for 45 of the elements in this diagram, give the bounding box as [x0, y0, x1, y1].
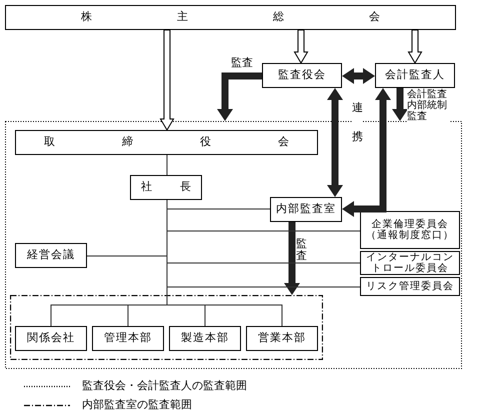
thick-arrow	[342, 68, 375, 84]
org-box	[15, 130, 318, 155]
thick-arrow	[327, 88, 343, 197]
org-box	[360, 211, 460, 249]
box-label: 株主総会	[81, 10, 380, 25]
box-label: 取締役会	[44, 135, 289, 150]
box-label: 会計監査人	[385, 68, 445, 83]
org-box	[5, 5, 456, 30]
box-label: 監査役会	[278, 68, 326, 83]
org-box	[92, 326, 164, 351]
legend-text: 監査役会・会計監査人の監査範囲	[82, 378, 247, 394]
org-box	[270, 197, 342, 222]
thick-arrow	[392, 88, 408, 121]
org-box	[15, 243, 87, 268]
legend-text: 内部監査室の監査範囲	[82, 398, 192, 413]
box-label: 内部監査室	[276, 202, 336, 217]
hollow-arrow	[294, 30, 308, 64]
org-box	[262, 63, 342, 88]
edge-label: 会計監査内部統制監査	[407, 89, 449, 122]
box-label: インターナルコントロール委員会	[365, 252, 455, 274]
org-box	[360, 277, 460, 296]
thick-arrow	[217, 72, 262, 121]
org-box	[169, 326, 241, 351]
org-line	[166, 200, 282, 326]
box-label: 製造本部	[181, 331, 229, 346]
edge-label: 監査	[296, 238, 307, 262]
org-box	[130, 175, 202, 200]
thick-arrow	[284, 222, 300, 295]
box-label: 営業本部	[258, 331, 306, 346]
box-label: 管理本部	[104, 331, 152, 346]
internal-audit-scope-region	[10, 295, 323, 360]
org-box	[360, 251, 460, 275]
box-label: 社長	[141, 180, 191, 195]
box-label: 企業倫理委員会（通報制度窓口）	[365, 219, 455, 241]
audit-scope-region	[5, 121, 462, 369]
org-box	[375, 63, 455, 88]
org-box	[15, 326, 87, 351]
box-label: リスク管理委員会	[366, 281, 454, 292]
hollow-arrow	[408, 30, 422, 64]
org-box	[246, 326, 318, 351]
org-line	[166, 154, 168, 176]
box-label: 関係会社	[27, 331, 75, 346]
box-label: 経営会議	[27, 248, 75, 263]
thick-arrow	[342, 88, 391, 217]
hollow-arrow	[160, 30, 174, 131]
